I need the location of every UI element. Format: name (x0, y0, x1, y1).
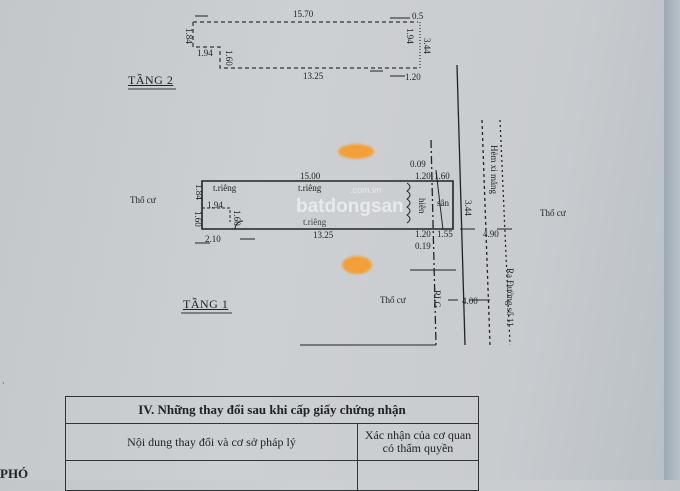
dim-label: 1.60 (193, 211, 203, 227)
area-label: sân (437, 198, 449, 208)
dim-label: 3.44 (422, 38, 432, 54)
title-underlines (128, 88, 232, 314)
area-label: t.riêng (298, 183, 322, 193)
floor1-outline (201, 180, 454, 230)
dim-label: 1.84 (194, 184, 204, 200)
area-label: hiên (417, 198, 427, 214)
redaction-mark (338, 144, 374, 159)
dim-label: 1.20 (405, 72, 421, 82)
dim-label: 15.00 (300, 171, 321, 181)
area-label: t.riêng (213, 183, 237, 193)
column-header-confirmation: Xác nhận của cơ quan có thẩm quyền (356, 423, 480, 461)
changes-table: IV. Những thay đổi sau khi cấp giấy chứn… (65, 396, 480, 491)
dim-label: 1.94 (197, 48, 213, 58)
dim-label: 1.94 (207, 200, 223, 210)
dim-label: 1.20 (415, 171, 431, 181)
dim-label: 2.10 (205, 234, 221, 244)
area-label: t.riêng (303, 217, 327, 227)
dim-label: 0.5 (412, 11, 424, 21)
dim-label: 3.44 (463, 200, 473, 216)
column-header-content: Nội dung thay đổi và cơ sở pháp lý (65, 423, 358, 461)
dim-label: 1.20 (415, 229, 431, 239)
dim-label: 1.60 (434, 171, 450, 181)
road-label: Ra Đường số 11 (505, 268, 515, 327)
floor1-title: TẦNG 1 (183, 297, 229, 311)
dimension-arrows (195, 15, 512, 301)
dim-label: 13.25 (303, 71, 324, 81)
table-cell (65, 460, 358, 491)
dim-label: 1.94 (405, 28, 415, 44)
table-cell (356, 460, 480, 491)
dot: · (2, 379, 5, 388)
side-text: PHÓ (0, 466, 29, 481)
floor-plan-drawing (128, 15, 512, 346)
dim-label: 1.60 (224, 50, 234, 66)
floor2-outline (192, 21, 421, 69)
dim-label: 0.19 (415, 241, 431, 251)
dim-label: 1.55 (437, 229, 453, 239)
watermark-domain: .com.vn (350, 185, 382, 195)
redaction-mark (342, 256, 372, 274)
page-edge (664, 0, 680, 480)
dim-label: 1.60 (232, 210, 242, 226)
dim-label: 4.90 (483, 229, 499, 239)
table-heading: IV. Những thay đổi sau khi cấp giấy chứn… (65, 396, 479, 424)
dim-label: 13.25 (313, 230, 334, 240)
neighbor-label: Thổ cư (130, 195, 156, 205)
neighbor-label: Thổ cư (540, 208, 566, 218)
dim-label: 4.00 (462, 296, 478, 306)
rlg-label: RLG (432, 290, 442, 308)
dim-label: 1.84 (184, 28, 194, 44)
boundary-lines (300, 64, 511, 346)
watermark-brand: batdongsan (296, 196, 404, 217)
dim-label: 0.09 (410, 159, 426, 169)
lane-label: Hẻm xi măng (489, 145, 499, 194)
neighbor-label: Thổ cư (380, 295, 406, 305)
dim-label: 15.70 (293, 9, 314, 19)
floor2-title: TẦNG 2 (128, 73, 174, 87)
